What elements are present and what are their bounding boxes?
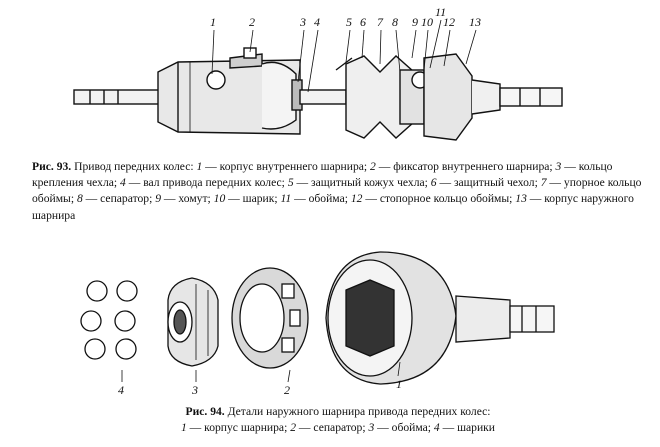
ball-drawing — [80, 310, 102, 332]
fig93-part-number: 1 — [196, 160, 203, 173]
fig94-part-number: 4 — [433, 421, 440, 435]
fig93-callout-6: 6 — [360, 15, 366, 29]
fig94-part-text: шарики — [457, 421, 495, 435]
fig93-part-text: кольцо крепления чехла; — [32, 160, 613, 190]
ball-drawing — [116, 280, 138, 302]
ball-drawing — [84, 338, 106, 360]
ball-drawing — [115, 338, 137, 360]
fig93-part-text: фиксатор внутреннего шарнира; — [393, 160, 553, 173]
fig93-callout-5: 5 — [346, 15, 352, 29]
fig93-part-text: обойма; — [308, 192, 348, 206]
fig93-part-text: вал привода передних колес; — [143, 176, 285, 190]
fig93-callout-10: 10 — [421, 15, 433, 29]
fig94-callout-4: 4 — [118, 383, 124, 397]
ball-drawing — [114, 310, 136, 332]
fig94-callout-1: 1 — [396, 377, 402, 391]
fig93-part-text: защитный чехол; — [453, 176, 538, 190]
fig94-caption-title: Детали наружного шарнира привода передни… — [227, 405, 491, 418]
fig94-caption-label: Рис. 94. — [185, 405, 225, 418]
figure-93-drive-assembly-drawing: 1 2 3 4 5 6 7 8 9 10 11 12 13 — [73, 5, 563, 141]
fig94-callout-3: 3 — [191, 383, 198, 397]
fig93-part-number: 13 — [515, 192, 527, 206]
fig93-part-text: упорное кольцо обоймы; — [32, 176, 642, 206]
fig93-callout-4: 4 — [314, 15, 320, 29]
fig93-part-text: хомут; — [178, 192, 211, 206]
fig93-caption-label: Рис. 93. — [32, 160, 72, 173]
fig93-part-number: 8 — [76, 192, 83, 206]
fig93-part-number: 7 — [540, 176, 547, 190]
inner-race-drawing — [167, 277, 219, 367]
fig93-part-number: 3 — [555, 160, 562, 173]
fig93-callout-9: 9 — [412, 15, 418, 29]
fig93-part-number: 2 — [370, 160, 376, 173]
fig93-part-number: 9 — [155, 192, 161, 206]
fig93-part-number: 12 — [350, 192, 363, 206]
figure-94-caption: Рис. 94. Детали наружного шарнира привод… — [180, 405, 495, 435]
fig93-part-number: 10 — [213, 192, 226, 206]
fig93-callout-11: 11 — [435, 5, 446, 19]
ball-drawing — [86, 280, 108, 302]
fig93-part-text: защитный кожух чехла; — [311, 176, 428, 190]
fig93-callout-3: 3 — [299, 15, 306, 29]
fig93-part-text: корпус внутреннего шарнира; — [219, 160, 368, 173]
fig93-part-number: 6 — [430, 176, 437, 190]
fig94-callout-2: 2 — [284, 383, 290, 397]
fig93-caption-title: Привод передних колес: — [74, 160, 194, 173]
fig93-callout-7: 7 — [377, 15, 384, 29]
fig94-part-number: 3 — [368, 421, 375, 435]
fig93-part-text: корпус наружного шарнира — [32, 192, 634, 222]
fig93-part-text: шарик; — [242, 192, 278, 206]
fig93-part-number: 5 — [287, 176, 294, 190]
fig93-part-text: сепаратор; — [100, 192, 153, 206]
fig93-callout-2: 2 — [249, 15, 255, 29]
fig94-part-text: корпус шарнира; — [204, 421, 288, 435]
outer-housing-drawing — [325, 251, 555, 385]
fig94-part-text: обойма; — [391, 421, 431, 435]
fig93-callout-1: 1 — [210, 15, 216, 29]
fig93-callout-12: 12 — [443, 15, 455, 29]
cage-drawing — [231, 267, 309, 369]
fig93-part-number: 4 — [120, 176, 126, 190]
fig94-part-number: 1 — [180, 421, 187, 435]
fig94-part-text: сепаратор; — [313, 421, 366, 435]
fig93-part-text: стопорное кольцо обоймы; — [379, 192, 513, 206]
fig93-part-number: 11 — [280, 192, 292, 206]
fig93-callout-13: 13 — [469, 15, 481, 29]
fig94-part-number: 2 — [290, 421, 297, 435]
fig93-callout-8: 8 — [392, 15, 398, 29]
figure-93-caption: Рис. 93. Привод передних колес: 1 — корп… — [32, 160, 642, 222]
